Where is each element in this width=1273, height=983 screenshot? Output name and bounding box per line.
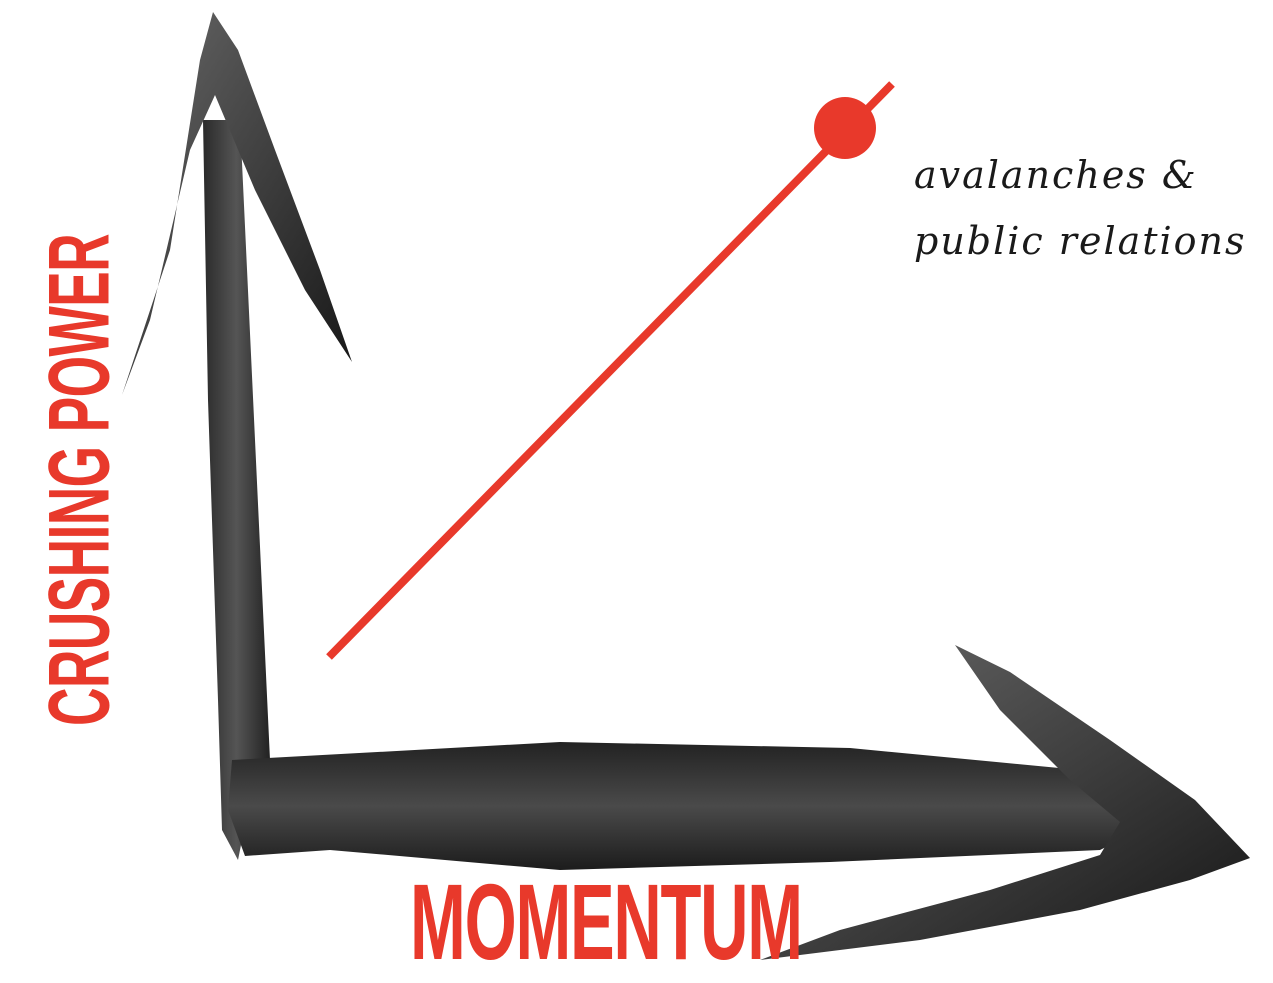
annotation-line-2: public relations <box>914 208 1247 274</box>
annotation-text: avalanches & public relations <box>914 142 1247 274</box>
trend-line <box>329 84 892 657</box>
y-axis-label: CRUSHING POWER <box>31 83 130 876</box>
y-axis-label-text: CRUSHING POWER <box>31 234 130 726</box>
x-axis-label-text: MOMENTUM <box>410 868 802 976</box>
x-axis-label: MOMENTUM <box>290 868 720 976</box>
x-axis-arrow-shaft <box>228 742 1160 870</box>
trend-dot-marker <box>814 97 876 159</box>
y-axis-arrow-shaft <box>203 120 270 860</box>
annotation-line-1: avalanches & <box>914 142 1247 208</box>
